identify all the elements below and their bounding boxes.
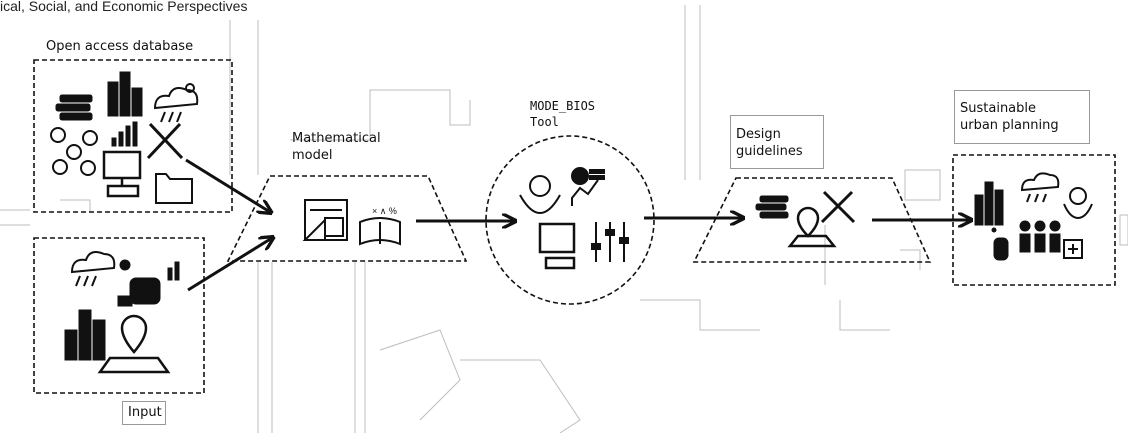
design-icons [755,190,856,248]
sustainable-box [952,154,1116,286]
recycle-hands-icon [1063,187,1093,220]
svg-text:× ∧ %: × ∧ % [372,206,397,216]
design-label-line1: Design [736,127,781,142]
design-label-box [730,115,824,169]
open-access-label: Open access database [46,39,194,54]
rain-cloud-icon [153,83,199,123]
open-access-database-box [33,59,233,213]
sustainable-label-box [954,90,1090,144]
arrow-input-to-model [187,238,272,292]
bar-chart-icon [111,121,138,147]
background-floorplan [0,5,1128,433]
input-label-box [122,401,166,425]
map-pin-icon [787,206,837,248]
math-model-label-line1: Mathematical [292,131,381,146]
calculator-icon [302,199,348,241]
sustainable-label-line2: urban planning [960,118,1059,133]
mode-bios-label-line2: Tool [530,115,559,129]
pencil-ruler-icon [146,122,184,160]
mode-bios-icons [519,167,629,270]
city-buildings-icon [107,71,143,117]
move-icon [1063,239,1083,259]
folder-icon [155,173,193,204]
computer-icon [538,222,576,270]
math-model-icons: × ∧ % [302,199,401,246]
people-icon [1019,220,1061,253]
sustainable-icons [974,172,1093,261]
sliders-icon [591,222,629,262]
open-book-icon: × ∧ % [359,206,401,246]
rain-cloud-icon [70,251,116,287]
mode-bios-label-line1: MODE_BIOS [530,99,596,113]
page-title: ical, Social, and Economic Perspectives [0,0,248,14]
hand-touch-icon [117,259,180,307]
open-access-icons [50,71,199,204]
mode-bios-circle [485,135,655,305]
books-icon [755,195,789,219]
input-box [33,237,205,394]
city-buildings-icon [64,309,106,361]
arrow-open-access-to-model [185,158,270,212]
sustainable-label-line1: Sustainable [960,101,1037,116]
city-buildings-icon [974,181,1004,226]
math-model-trapezoid [226,175,468,262]
map-pin-icon [97,314,171,374]
network-icon [50,127,98,176]
hand-touch-icon [991,227,1009,261]
recycle-hands-icon [519,175,561,215]
pencil-ruler-icon [820,190,856,224]
input-icons [64,251,180,374]
design-label-line2: guidelines [736,144,803,159]
computer-icon [102,150,142,198]
books-icon [55,94,93,121]
chart-icon [571,167,605,206]
math-model-label-line2: model [292,148,333,163]
rain-cloud-icon [1020,172,1060,203]
design-trapezoid [692,177,932,263]
flow-arrows [185,158,970,292]
input-label: Input [128,405,162,420]
